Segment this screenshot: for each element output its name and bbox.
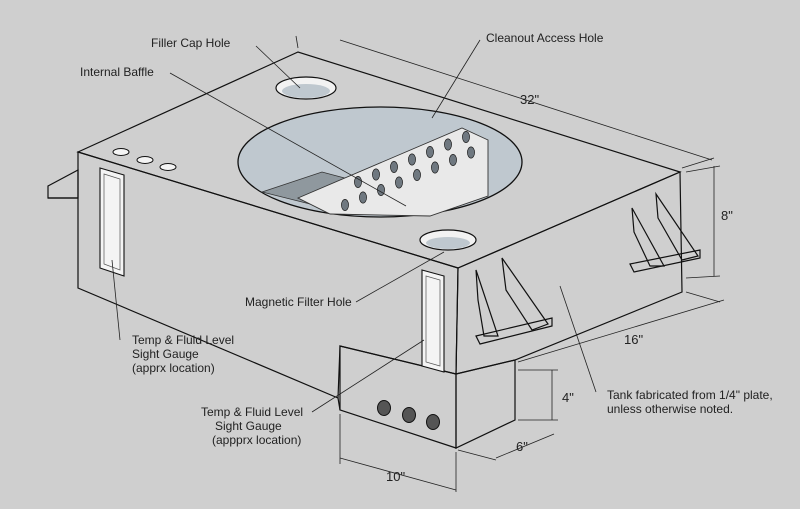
- label-filler-cap-hole: Filler Cap Hole: [151, 36, 231, 50]
- label-internal-baffle: Internal Baffle: [80, 65, 154, 79]
- baffle-hole: [426, 146, 434, 158]
- baffle-hole: [449, 154, 457, 166]
- cleanout-access-hole: [237, 106, 523, 218]
- sump-holes: [377, 400, 440, 430]
- label-cleanout-access-hole: Cleanout Access Hole: [486, 31, 604, 45]
- label-sight-gauge-left-2: Sight Gauge: [132, 347, 199, 361]
- sump-front-face: [339, 345, 457, 449]
- baffle-holes: [341, 131, 475, 211]
- leader-lines: [111, 39, 597, 413]
- baffle-hole: [372, 168, 380, 181]
- dim-length: 32": [520, 92, 539, 107]
- front-brackets: [475, 257, 553, 345]
- dim-depth: 16": [624, 332, 643, 347]
- label-magnetic-filter-hole: Magnetic Filter Hole: [245, 295, 352, 309]
- label-sight-gauge-front-1: Temp & Fluid Level: [201, 405, 303, 419]
- callout-labels: Filler Cap Hole Cleanout Access Hole Int…: [80, 31, 773, 447]
- baffle-hole: [377, 184, 385, 196]
- baffle-hole: [444, 138, 452, 151]
- label-sight-gauge-left-3: (apprx location): [132, 361, 215, 375]
- label-plate-note-1: Tank fabricated from 1/4" plate,: [607, 388, 773, 402]
- baffle-hole: [341, 199, 349, 211]
- baffle-hole: [354, 176, 362, 188]
- filler-cap-hole: [275, 76, 337, 100]
- tank-top-face: [76, 51, 682, 269]
- baffle-hole: [413, 169, 421, 181]
- sight-gauge-front: [421, 269, 445, 373]
- label-sight-gauge-front-3: (appprx location): [212, 433, 301, 447]
- dim-sump-depth: 6": [516, 439, 528, 454]
- baffle-hole: [359, 191, 367, 204]
- baffle-hole: [462, 131, 470, 143]
- top-small-holes: [112, 148, 177, 171]
- baffle-hole: [390, 161, 398, 173]
- right-brackets: [629, 191, 701, 273]
- baffle-hole: [408, 153, 416, 166]
- dimension-labels: 32" 8" 16" 4" 6" 10": [386, 92, 733, 484]
- label-sight-gauge-left-1: Temp & Fluid Level: [132, 333, 234, 347]
- label-sight-gauge-front-2: Sight Gauge: [215, 419, 282, 433]
- dim-sump-width: 10": [386, 469, 405, 484]
- label-plate-note-2: unless otherwise noted.: [607, 402, 733, 416]
- baffle-hole: [431, 161, 439, 174]
- dim-sump-height: 4": [562, 390, 574, 405]
- baffle-hole: [395, 176, 403, 189]
- dimension-lines: [295, 35, 725, 492]
- magnetic-filter-hole: [419, 229, 477, 251]
- sight-gauge-left: [99, 167, 125, 277]
- baffle-hole: [467, 146, 475, 159]
- dim-height: 8": [721, 208, 733, 223]
